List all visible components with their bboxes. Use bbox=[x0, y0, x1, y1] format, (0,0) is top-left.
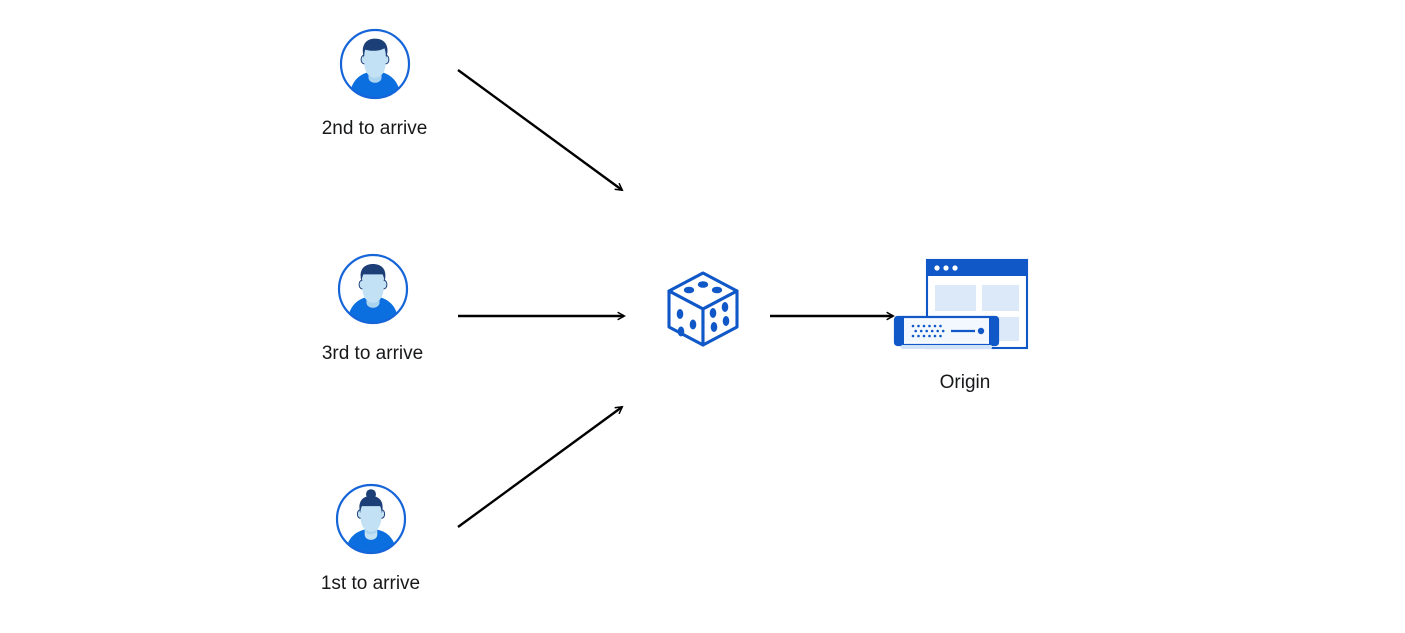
user-avatar-icon bbox=[334, 482, 408, 556]
server-device-icon bbox=[893, 315, 1000, 349]
node-user-2nd: 2nd to arrive bbox=[297, 27, 452, 141]
user-avatar-icon bbox=[338, 27, 412, 101]
node-label-user-1st: 1st to arrive bbox=[320, 573, 421, 594]
node-label-origin: Origin bbox=[939, 372, 991, 393]
origin-server-icon bbox=[890, 255, 1040, 365]
node-label-user-3rd: 3rd to arrive bbox=[321, 343, 424, 364]
node-label-user-2nd: 2nd to arrive bbox=[321, 118, 428, 139]
node-origin: Origin bbox=[890, 255, 1040, 395]
dice-icon bbox=[657, 263, 749, 355]
arrow-2nd-to-dice bbox=[457, 69, 622, 190]
arrow-1st-to-dice bbox=[457, 407, 622, 528]
node-user-1st: 1st to arrive bbox=[293, 482, 448, 596]
node-user-3rd: 3rd to arrive bbox=[295, 252, 450, 366]
user-avatar-icon bbox=[336, 252, 410, 326]
node-dice bbox=[655, 263, 750, 355]
